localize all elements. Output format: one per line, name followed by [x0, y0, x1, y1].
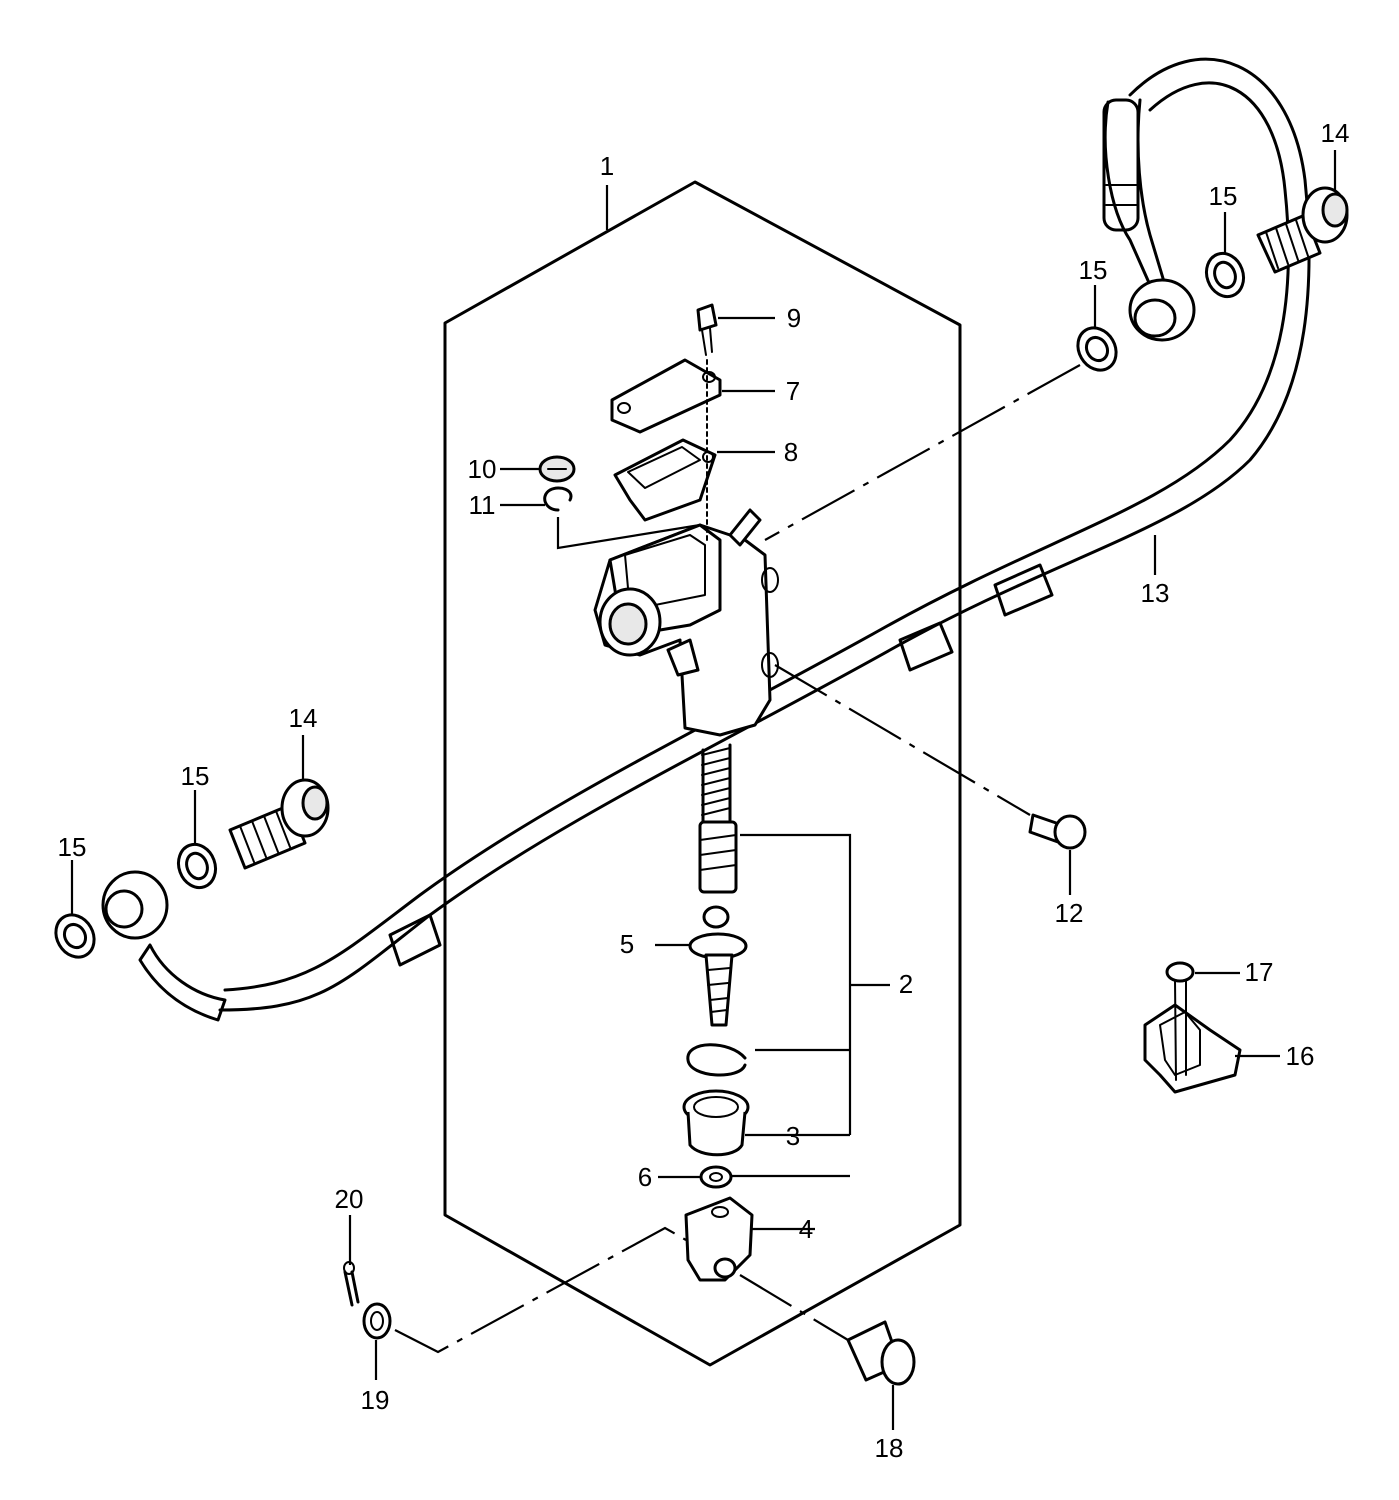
- callout-14-upper: 14: [1321, 118, 1350, 148]
- washer-15-left-upper: [176, 842, 218, 890]
- callouts: 1 2 3 4 5 6 7 8 9 10 11 12 13 14 14 15 1…: [58, 118, 1350, 1463]
- callout-2: 2: [899, 969, 913, 999]
- callout-12: 12: [1055, 898, 1084, 928]
- callout-18: 18: [875, 1433, 904, 1463]
- screw-17: [1165, 961, 1195, 1081]
- hose-nipple-10: [538, 455, 576, 483]
- screw-9: [696, 303, 718, 356]
- callout-3: 3: [786, 1121, 800, 1151]
- nut-6: [699, 1165, 733, 1189]
- callout-13: 13: [1141, 578, 1170, 608]
- callout-1: 1: [600, 151, 614, 181]
- diaphragm-8: [613, 438, 717, 522]
- callout-8: 8: [784, 437, 798, 467]
- callout-9: 9: [787, 303, 801, 333]
- washer-15-mid-right: [1076, 326, 1118, 372]
- push-rod-5: [688, 905, 748, 1027]
- circlip-11: [543, 486, 573, 512]
- union-bolt-14-upper: [1256, 186, 1349, 274]
- reservoir-cap-7: [610, 358, 722, 434]
- callout-14-lower: 14: [289, 703, 318, 733]
- callout-6: 6: [638, 1162, 652, 1192]
- washer-15-top-right: [1204, 251, 1246, 299]
- callout-19: 19: [361, 1385, 390, 1415]
- brake-hose: [138, 57, 1311, 1022]
- spring-and-piston: [698, 743, 738, 894]
- callout-17: 17: [1245, 957, 1274, 987]
- callout-11: 11: [469, 490, 496, 520]
- callout-15-left-lower: 15: [58, 832, 87, 862]
- clevis-pin-18: [846, 1320, 916, 1386]
- leader-lines: [70, 150, 1337, 1430]
- callout-20: 20: [335, 1184, 364, 1214]
- banjo-eye-upper: [1128, 278, 1196, 342]
- nipple-leader: [556, 517, 701, 550]
- washer-19: [362, 1302, 392, 1340]
- bolt-12: [1028, 813, 1087, 850]
- washer-15-left-lower: [54, 913, 96, 959]
- bracket-16: [1143, 1003, 1242, 1094]
- banjo-eye-lower: [101, 870, 169, 940]
- callout-7: 7: [786, 376, 800, 406]
- boot-3: [682, 1089, 750, 1157]
- assembly-boundary: [443, 180, 962, 1367]
- cotter-pin-20: [343, 1261, 360, 1307]
- alignment-lines: [394, 364, 1081, 1354]
- callout-15-mid-right: 15: [1079, 255, 1108, 285]
- union-bolt-14-lower: [228, 778, 330, 870]
- callout-15-top-right: 15: [1209, 181, 1238, 211]
- callout-15-left-upper: 15: [181, 761, 210, 791]
- callout-4: 4: [799, 1214, 813, 1244]
- callout-16: 16: [1286, 1041, 1315, 1071]
- callout-5: 5: [620, 929, 634, 959]
- clevis-4: [684, 1196, 754, 1282]
- master-cylinder-body: [593, 508, 779, 737]
- callout-10: 10: [468, 454, 497, 484]
- rod-circlip: [686, 1043, 747, 1077]
